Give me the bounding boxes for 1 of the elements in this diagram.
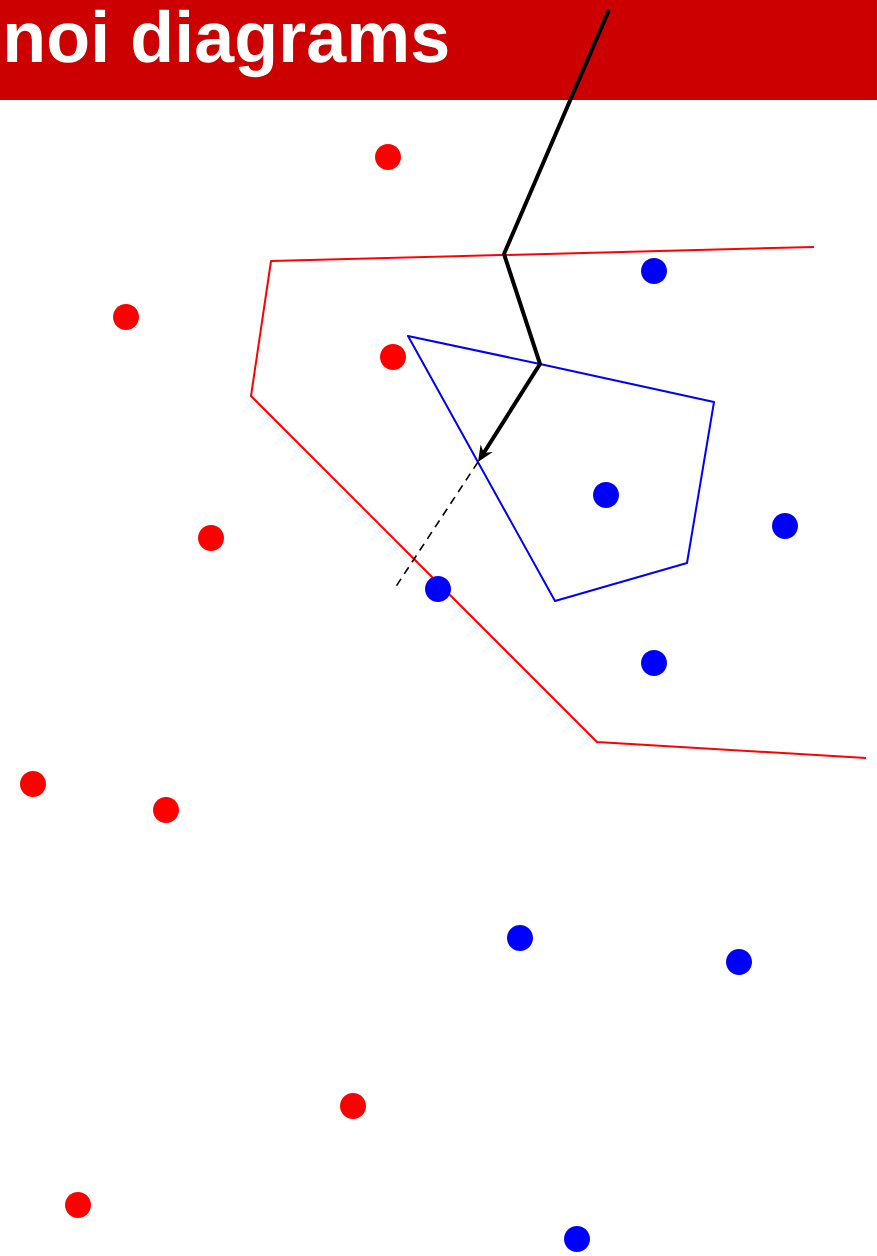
title-bar: noi diagrams [0,0,877,100]
